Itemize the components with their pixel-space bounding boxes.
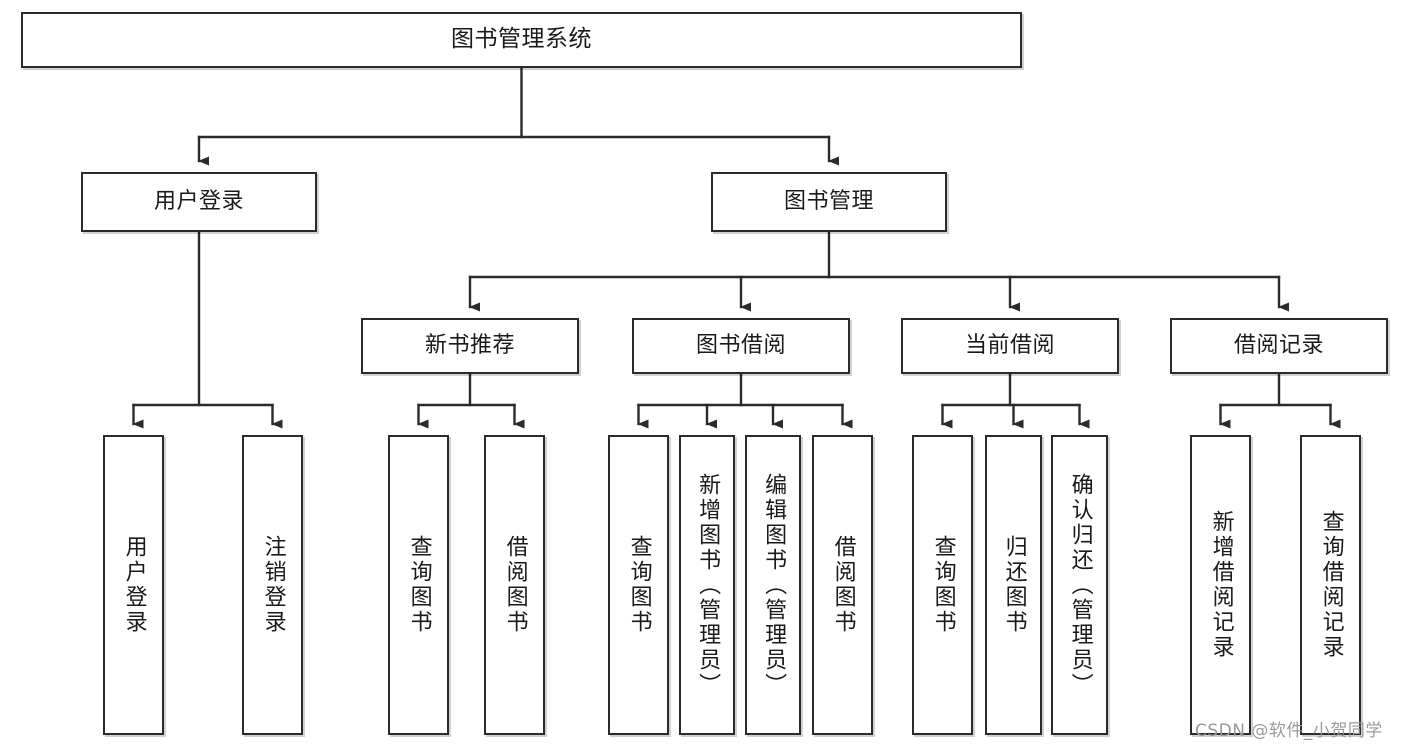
node-login[interactable]: 用户登录 [81, 172, 317, 232]
node-label: 借阅记录 [1233, 332, 1324, 358]
node-leaf-query-record[interactable]: 查询借阅记录 [1300, 435, 1361, 735]
node-label: 借阅图书 [502, 535, 528, 635]
node-leaf-add-record[interactable]: 新增借阅记录 [1190, 435, 1251, 735]
node-records[interactable]: 借阅记录 [1170, 318, 1388, 374]
node-label: 新增图书（管理员） [695, 472, 721, 698]
node-leaf-user-login[interactable]: 用户登录 [103, 435, 164, 735]
node-label: 借阅图书 [830, 535, 856, 635]
node-leaf-return-book[interactable]: 归还图书 [985, 435, 1042, 735]
csdn-watermark: CSDN @软件_小贺同学 [1195, 721, 1383, 741]
node-label: 注销登录 [260, 535, 286, 635]
node-leaf-add-book[interactable]: 新增图书（管理员） [679, 435, 735, 735]
node-bookmgmt[interactable]: 图书管理 [711, 172, 947, 232]
node-leaf-borrow-book-2[interactable]: 借阅图书 [812, 435, 873, 735]
node-label: 编辑图书（管理员） [761, 472, 787, 698]
node-label: 图书管理 [783, 188, 874, 214]
node-leaf-query-book-3[interactable]: 查询图书 [912, 435, 973, 735]
node-label: 查询图书 [626, 535, 652, 635]
node-label: 归还图书 [1001, 535, 1027, 635]
node-label: 查询图书 [930, 535, 956, 635]
node-label: 图书借阅 [695, 332, 786, 358]
node-current[interactable]: 当前借阅 [901, 318, 1119, 374]
node-label: 图书管理系统 [451, 26, 592, 53]
node-label: 查询借阅记录 [1318, 510, 1344, 660]
node-leaf-borrow-book-1[interactable]: 借阅图书 [484, 435, 545, 735]
node-leaf-query-book-2[interactable]: 查询图书 [608, 435, 669, 735]
node-leaf-confirm-return[interactable]: 确认归还（管理员） [1051, 435, 1108, 735]
node-label: 查询图书 [406, 535, 432, 635]
node-root[interactable]: 图书管理系统 [21, 12, 1022, 68]
node-label: 新增借阅记录 [1208, 510, 1234, 660]
node-borrow[interactable]: 图书借阅 [632, 318, 850, 374]
node-leaf-query-book-1[interactable]: 查询图书 [388, 435, 449, 735]
node-label: 用户登录 [121, 535, 147, 635]
node-label: 确认归还（管理员） [1067, 472, 1093, 698]
node-newbook[interactable]: 新书推荐 [361, 318, 579, 374]
node-label: 用户登录 [153, 188, 244, 214]
node-label: 新书推荐 [424, 332, 515, 358]
node-leaf-logout[interactable]: 注销登录 [242, 435, 303, 735]
node-leaf-edit-book[interactable]: 编辑图书（管理员） [745, 435, 801, 735]
node-label: 当前借阅 [964, 332, 1055, 358]
